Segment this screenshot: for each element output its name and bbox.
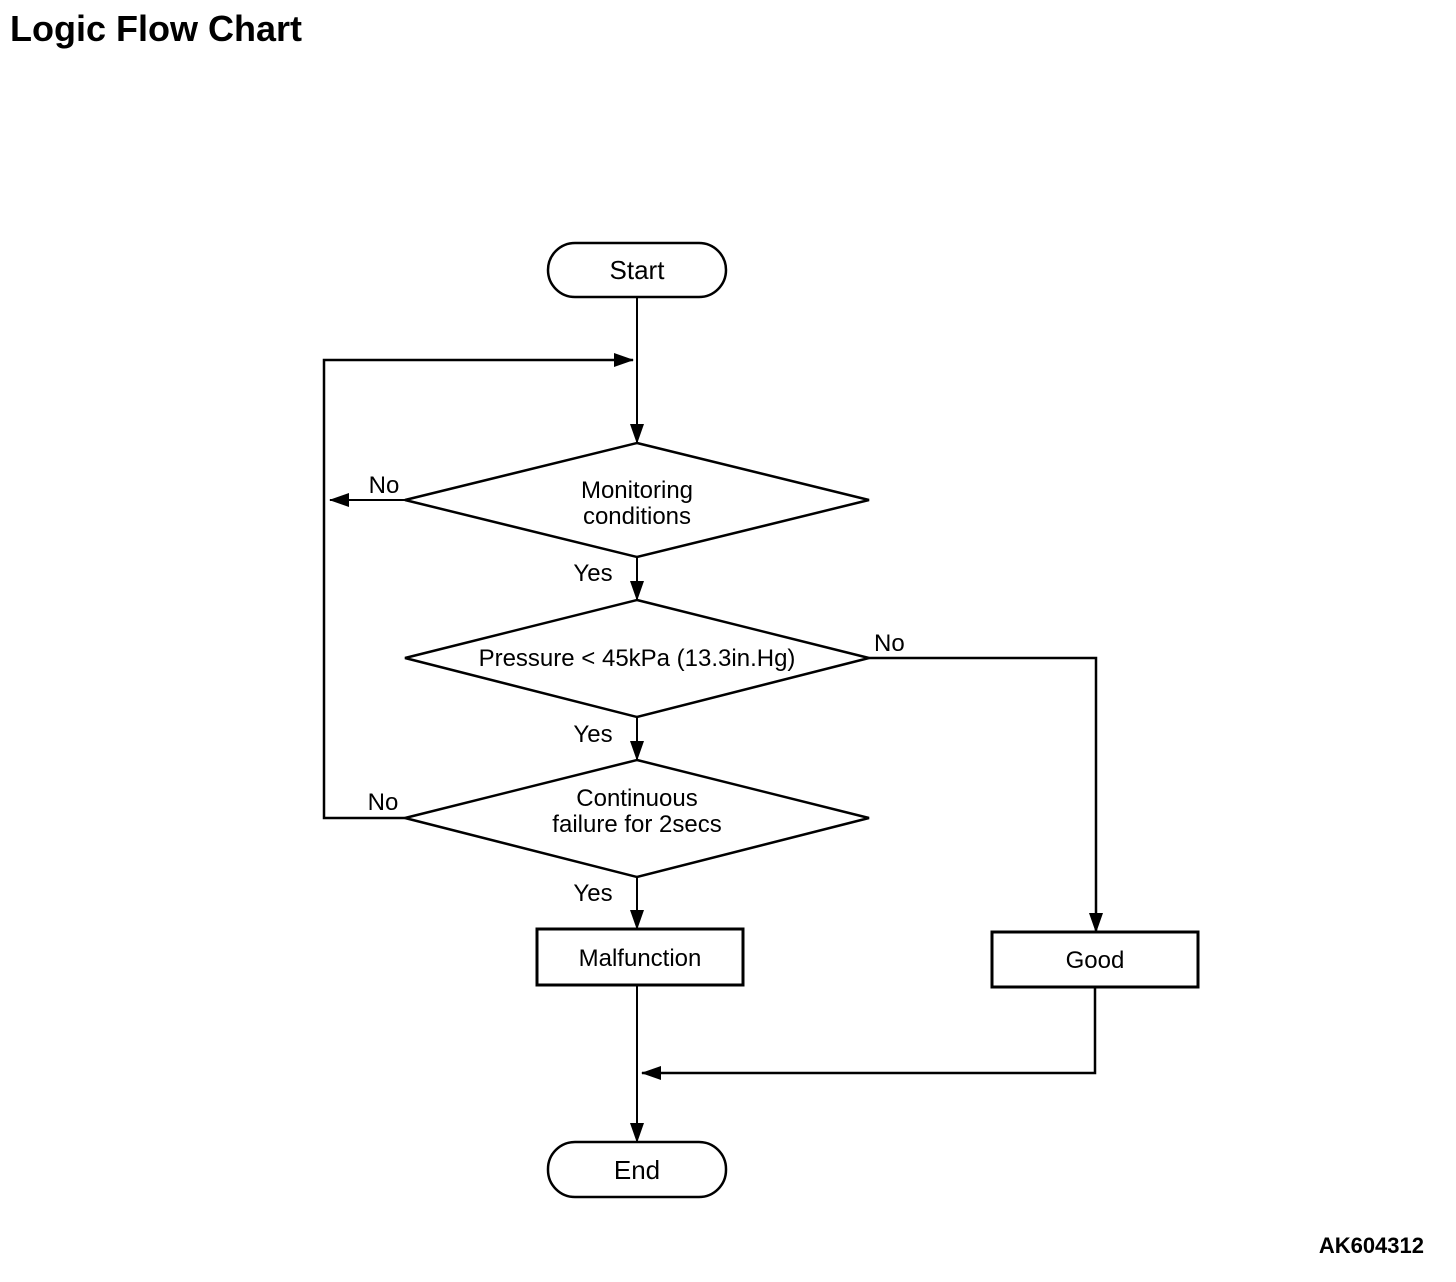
good-label: Good (1066, 947, 1125, 974)
start-terminator (546, 241, 728, 299)
start-label: Start (610, 255, 666, 285)
figure-code: AK604312 (1318, 1233, 1424, 1258)
monitoring-label-line1: Monitoring (581, 477, 693, 504)
continuous-no-label: No (368, 789, 399, 816)
continuous-label-line2: failure for 2secs (552, 811, 721, 838)
pressure-label: Pressure < 45kPa (13.3in.Hg) (479, 645, 796, 672)
continuous-decision-diamond (404, 758, 870, 879)
good-process-box (990, 930, 1200, 989)
end-terminator (546, 1140, 728, 1199)
monitoring-decision-diamond (404, 441, 870, 559)
malfunction-label: Malfunction (579, 945, 702, 972)
pressure-no-label: No (874, 630, 905, 657)
page-title: Logic Flow Chart (10, 8, 302, 49)
continuous-yes-label: Yes (573, 880, 612, 907)
pressure-yes-label: Yes (573, 721, 612, 748)
edge-good-merge (641, 987, 1097, 1080)
edge-pressure-no (869, 656, 1103, 933)
continuous-label-line1: Continuous (576, 785, 697, 812)
malfunction-process-box (535, 927, 745, 987)
end-label: End (614, 1155, 660, 1185)
edge-continuous-no-loop (322, 353, 634, 820)
monitoring-yes-label: Yes (573, 560, 612, 587)
monitoring-no-label: No (369, 472, 400, 499)
pressure-decision-diamond (404, 598, 870, 719)
monitoring-label-line2: conditions (583, 503, 691, 530)
